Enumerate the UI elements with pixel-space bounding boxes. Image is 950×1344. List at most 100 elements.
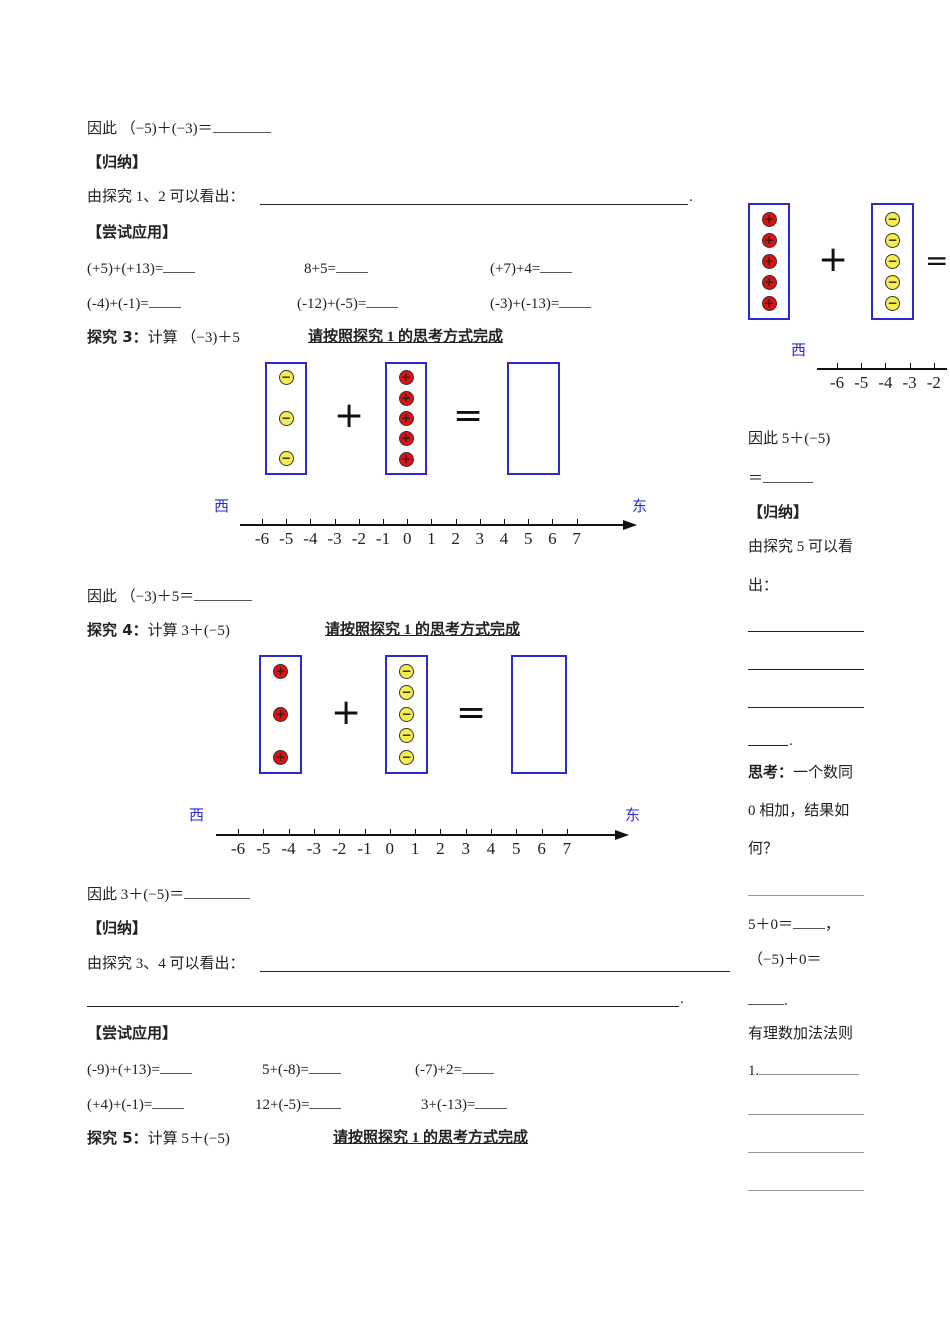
number-line-tick (407, 519, 409, 525)
positive-counter-icon: + (398, 390, 414, 406)
positive-counter-icon: + (398, 430, 414, 446)
tanjiu-3-heading: 探究 3：计算 （−3)＋5 (87, 328, 240, 347)
positive-counter-icon: + (398, 451, 414, 467)
answer-blank[interactable] (759, 1060, 860, 1075)
answer-blank[interactable] (148, 293, 181, 308)
prefix: 因此 (87, 121, 118, 137)
answer-blank[interactable] (152, 1094, 185, 1109)
prefix: 因此 (87, 887, 118, 903)
number-line-tick (383, 519, 384, 525)
rule-blank[interactable] (748, 1136, 864, 1153)
tick-label: 4 (499, 529, 509, 548)
equals-sign: = (453, 395, 484, 437)
answer-blank[interactable] (194, 586, 253, 601)
negative-counter-icon: − (399, 706, 414, 722)
exercise: 3+(-13)= (421, 1094, 508, 1114)
period: . (689, 189, 693, 205)
answer-blank[interactable] (793, 914, 826, 929)
side-blank[interactable] (748, 615, 864, 632)
result-box[interactable] (507, 362, 560, 475)
tick-label: -6 (230, 839, 246, 858)
answer-blank[interactable] (163, 258, 196, 273)
positive-counter-icon: + (273, 663, 288, 679)
exercise-text: (+4)+(-1)= (87, 1097, 153, 1113)
answer-blank[interactable] (540, 258, 573, 273)
answer-blank[interactable] (309, 1094, 342, 1109)
exercise-text: (+5)+(+13)= (87, 261, 164, 277)
expr: 3＋(−5)＝ (120, 887, 185, 903)
expr: （−5)＋(−3)＝ (120, 121, 213, 137)
tick-label: 0 (402, 529, 412, 548)
answer-blank[interactable] (763, 468, 814, 483)
tick-label: -2 (926, 373, 941, 392)
tick-label: -5 (279, 529, 294, 548)
guina-2-blank-2[interactable] (87, 990, 679, 1007)
answer-blank[interactable] (308, 1059, 341, 1074)
number-line-tick (389, 829, 391, 835)
rules-heading: 有理数加法法则 (748, 1026, 854, 1042)
exercise-text: (-7)+2= (415, 1062, 462, 1078)
rule-blank[interactable] (748, 1098, 864, 1115)
number-line-tick (909, 363, 911, 369)
think-blank[interactable] (748, 879, 864, 896)
equals-sign: = (456, 692, 487, 734)
number-line-axis (817, 368, 947, 370)
positive-counter-icon: + (761, 211, 777, 227)
negative-counter-icon: − (885, 295, 900, 311)
tick-label: 1 (427, 529, 436, 548)
plus-sign: + (818, 239, 849, 280)
think-text: 一个数同 (793, 765, 854, 781)
tick-label: -1 (375, 529, 391, 548)
guina-2-blank[interactable] (260, 955, 730, 972)
answer-blank[interactable] (184, 884, 251, 899)
answer-blank[interactable] (748, 990, 784, 1005)
answer-blank[interactable] (335, 258, 368, 273)
answer-blank[interactable] (461, 1059, 494, 1074)
answer-blank[interactable] (559, 293, 592, 308)
negative-counter-icon: − (885, 274, 900, 290)
tick-label: -3 (327, 529, 342, 548)
eq-5-plus-0: 5＋0＝， (748, 914, 840, 934)
side-blank[interactable] (748, 691, 864, 708)
answer-blank[interactable] (159, 1059, 192, 1074)
tick-label: -2 (332, 839, 347, 858)
tanjiu-calc: 计算 （−3)＋5 (147, 330, 240, 346)
side-result-eq: ＝ (748, 468, 814, 488)
result-box[interactable] (511, 655, 567, 774)
side-blank[interactable] (748, 653, 864, 670)
number-line-tick (440, 829, 442, 835)
left-counter-box (265, 362, 307, 475)
answer-blank[interactable] (475, 1094, 508, 1109)
answer-blank[interactable] (366, 293, 399, 308)
plus-sign: + (334, 395, 365, 436)
prefix: 因此 (748, 431, 779, 447)
positive-counter-icon: + (761, 232, 777, 248)
tanjiu-label: 探究 5： (87, 1129, 148, 1147)
arrow-icon (623, 520, 637, 530)
number-line-tick (263, 829, 265, 835)
tick-label: 3 (475, 529, 485, 548)
guina-2-text: 由探究 3、4 可以看出： (87, 956, 245, 972)
positive-counter-icon: + (761, 274, 777, 290)
right-counter-box (385, 362, 427, 475)
expr: （−3)＋5＝ (120, 589, 195, 605)
plus-sign: + (331, 692, 362, 733)
exercise: (-3)+(-13)= (490, 293, 592, 313)
side-blank[interactable] (748, 729, 788, 746)
positive-counter-icon: + (398, 369, 414, 385)
tick-label: 3 (461, 839, 470, 858)
tanjiu-calc: 计算 5＋(−5) (147, 1131, 230, 1147)
rule-blank[interactable] (748, 1174, 864, 1191)
tick-label: -6 (829, 373, 845, 392)
guina-1-blank[interactable] (260, 188, 688, 205)
negative-counter-icon: − (885, 211, 900, 227)
number-line-tick (491, 829, 492, 835)
tick-label: 6 (548, 529, 557, 548)
positive-counter-icon: + (273, 706, 288, 722)
result-line-4: 因此 3＋(−5)＝ (87, 884, 251, 904)
tick-label: 7 (562, 839, 572, 858)
tanjiu-4-heading: 探究 4：计算 3＋(−5) (87, 621, 230, 640)
exercise-text: 12+(-5)= (255, 1097, 310, 1113)
tick-label: -3 (306, 839, 321, 858)
answer-blank[interactable] (212, 118, 271, 133)
